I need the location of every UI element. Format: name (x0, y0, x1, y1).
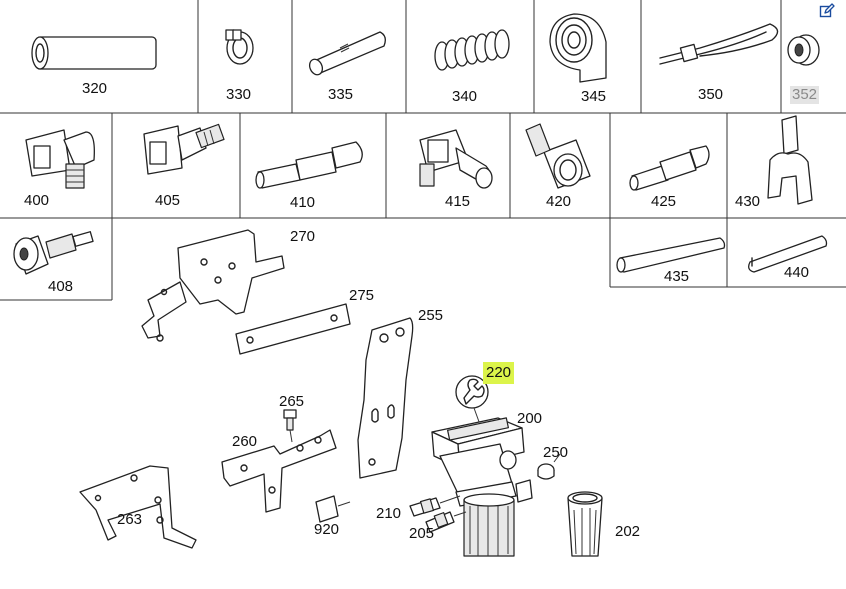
part-265-bolt[interactable] (283, 409, 297, 443)
part-275-plate[interactable] (235, 303, 351, 355)
part-408-connector[interactable] (13, 231, 94, 275)
part-202-filter-cup[interactable] (567, 491, 603, 557)
part-label-415[interactable]: 415 (445, 193, 471, 210)
part-label-440[interactable]: 440 (784, 264, 810, 281)
part-320-tube[interactable] (31, 36, 157, 70)
part-label-345[interactable]: 345 (581, 88, 607, 105)
part-label-263[interactable]: 263 (117, 511, 143, 528)
part-label-260[interactable]: 260 (232, 433, 258, 450)
part-label-435[interactable]: 435 (664, 268, 690, 285)
part-263-bracket[interactable] (79, 465, 197, 549)
part-260-bracket[interactable] (221, 429, 337, 513)
part-340-spring[interactable] (434, 29, 510, 71)
part-label-270[interactable]: 270 (290, 228, 316, 245)
part-335-sleeve[interactable] (307, 31, 386, 77)
part-415-connector[interactable] (419, 129, 493, 189)
part-label-202[interactable]: 202 (615, 523, 641, 540)
part-330-clamp[interactable] (225, 29, 254, 65)
part-label-335[interactable]: 335 (328, 86, 354, 103)
part-label-255[interactable]: 255 (418, 307, 444, 324)
part-250-cap[interactable] (537, 453, 561, 480)
part-440-strip[interactable] (748, 235, 828, 273)
part-920-clip[interactable] (315, 495, 351, 523)
part-255-bracket[interactable] (357, 317, 414, 479)
part-label-405[interactable]: 405 (155, 192, 181, 209)
part-label-250[interactable]: 250 (543, 444, 569, 461)
part-425-tube[interactable] (629, 145, 710, 191)
part-345-tape-roll[interactable] (549, 13, 607, 83)
part-430-y-branch[interactable] (767, 115, 813, 205)
part-label-410[interactable]: 410 (290, 194, 316, 211)
part-label-320[interactable]: 320 (82, 80, 108, 97)
part-label-265[interactable]: 265 (279, 393, 305, 410)
parts-grid (0, 0, 846, 301)
part-label-210[interactable]: 210 (376, 505, 402, 522)
part-label-340[interactable]: 340 (452, 88, 478, 105)
edit-icon[interactable] (819, 3, 835, 19)
part-label-275[interactable]: 275 (349, 287, 375, 304)
part-label-350[interactable]: 350 (698, 86, 724, 103)
part-label-920[interactable]: 920 (314, 521, 340, 538)
part-label-200[interactable]: 200 (517, 410, 543, 427)
wrench-icon (455, 375, 489, 431)
part-label-205[interactable]: 205 (409, 525, 435, 542)
part-label-425[interactable]: 425 (651, 193, 677, 210)
part-label-220[interactable]: 220 (483, 362, 515, 384)
part-352-grommet[interactable] (787, 34, 820, 66)
part-label-352[interactable]: 352 (790, 86, 820, 104)
part-label-420[interactable]: 420 (546, 193, 572, 210)
part-435-rod[interactable] (616, 237, 726, 273)
part-label-430[interactable]: 430 (735, 193, 761, 210)
part-200-pump-assembly[interactable] (431, 417, 533, 557)
part-350-cable-tie[interactable] (659, 23, 779, 65)
part-label-400[interactable]: 400 (24, 192, 50, 209)
part-label-330[interactable]: 330 (226, 86, 252, 103)
part-410-tube-connector[interactable] (255, 141, 363, 189)
part-210-fitting[interactable] (409, 495, 461, 517)
part-label-408[interactable]: 408 (48, 278, 74, 295)
part-400-connector[interactable] (25, 129, 95, 189)
part-405-connector[interactable] (143, 123, 225, 175)
part-270-bracket[interactable] (141, 229, 285, 342)
part-420-connector[interactable] (525, 123, 591, 189)
part-205-fitting[interactable] (425, 511, 467, 533)
